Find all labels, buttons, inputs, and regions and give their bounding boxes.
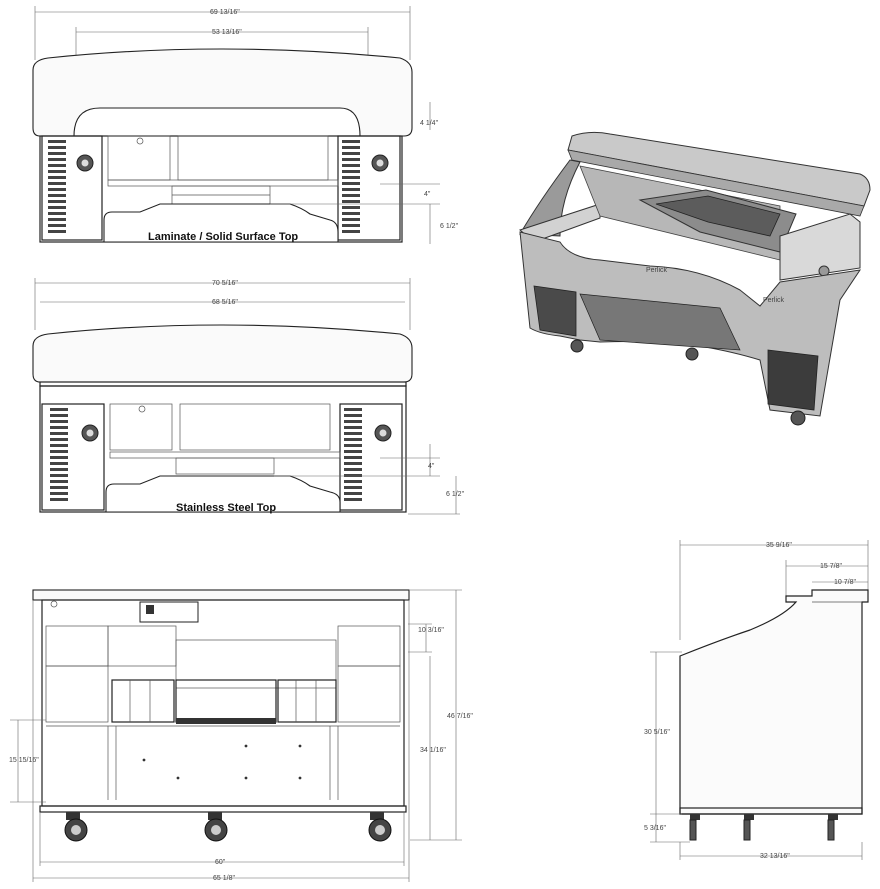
v4-caster-height-dim: 5 3/16"	[644, 825, 666, 832]
left-vent-grille-2	[50, 408, 68, 501]
photo-brand-left: Perlick	[646, 267, 668, 274]
v3-total-height-dim: 46 7/16"	[447, 713, 473, 720]
side-elevation-view: 35 9/16" 15 7/8" 10 7/8" 30 5/16" 5 3/16…	[644, 540, 869, 860]
v1-top-height-dim: 4 1/4"	[420, 120, 439, 127]
v1-inner-width-dim: 53 13/16"	[212, 29, 242, 36]
v2-inner-width-dim: 68 5/16"	[212, 299, 238, 306]
left-vent-grille	[48, 140, 66, 233]
v1-bottom-gap-dim: 6 1/2"	[440, 223, 459, 230]
v3-ice-depth-dim: 10 3/16"	[418, 627, 444, 634]
laminate-caption: Laminate / Solid Surface Top	[148, 231, 298, 243]
v4-total-depth-dim: 35 9/16"	[766, 542, 792, 549]
v3-inner-width-dim: 60"	[215, 859, 226, 866]
v2-total-width-dim: 70 5/16"	[212, 280, 238, 287]
right-vent-grille	[342, 140, 360, 233]
v2-shelf-gap-dim: 4"	[428, 463, 435, 470]
right-vent-grille-2	[344, 408, 362, 501]
v1-shelf-gap-dim: 4"	[424, 191, 431, 198]
laminate-front-view: 69 13/16" 53 13/16"	[32, 6, 459, 244]
back-elevation-view: 60" 65 1/8" 10 3/16" 46 7/16" 34 1/16" 1…	[9, 589, 473, 882]
v4-base-depth-dim: 32 13/16"	[760, 853, 790, 860]
stainless-caption: Stainless Steel Top	[176, 502, 276, 514]
side-casters	[689, 814, 838, 841]
back-casters	[64, 812, 392, 842]
v4-top-depth-dim: 15 7/8"	[820, 563, 842, 570]
v3-counter-height-dim: 34 1/16"	[420, 747, 446, 754]
photo-brand-right: Perlick	[763, 297, 785, 304]
v2-bottom-gap-dim: 6 1/2"	[446, 491, 465, 498]
v1-total-width-dim: 69 13/16"	[210, 9, 240, 16]
product-photo: Perlick Perlick	[518, 131, 871, 426]
v4-inner-top-depth-dim: 10 7/8"	[834, 579, 856, 586]
stainless-front-view: 70 5/16" 68 5/16"	[32, 278, 465, 515]
v3-total-width-dim: 65 1/8"	[213, 875, 235, 882]
v4-body-height-dim: 30 5/16"	[644, 729, 670, 736]
v3-lower-height-dim: 15 15/16"	[9, 757, 39, 764]
